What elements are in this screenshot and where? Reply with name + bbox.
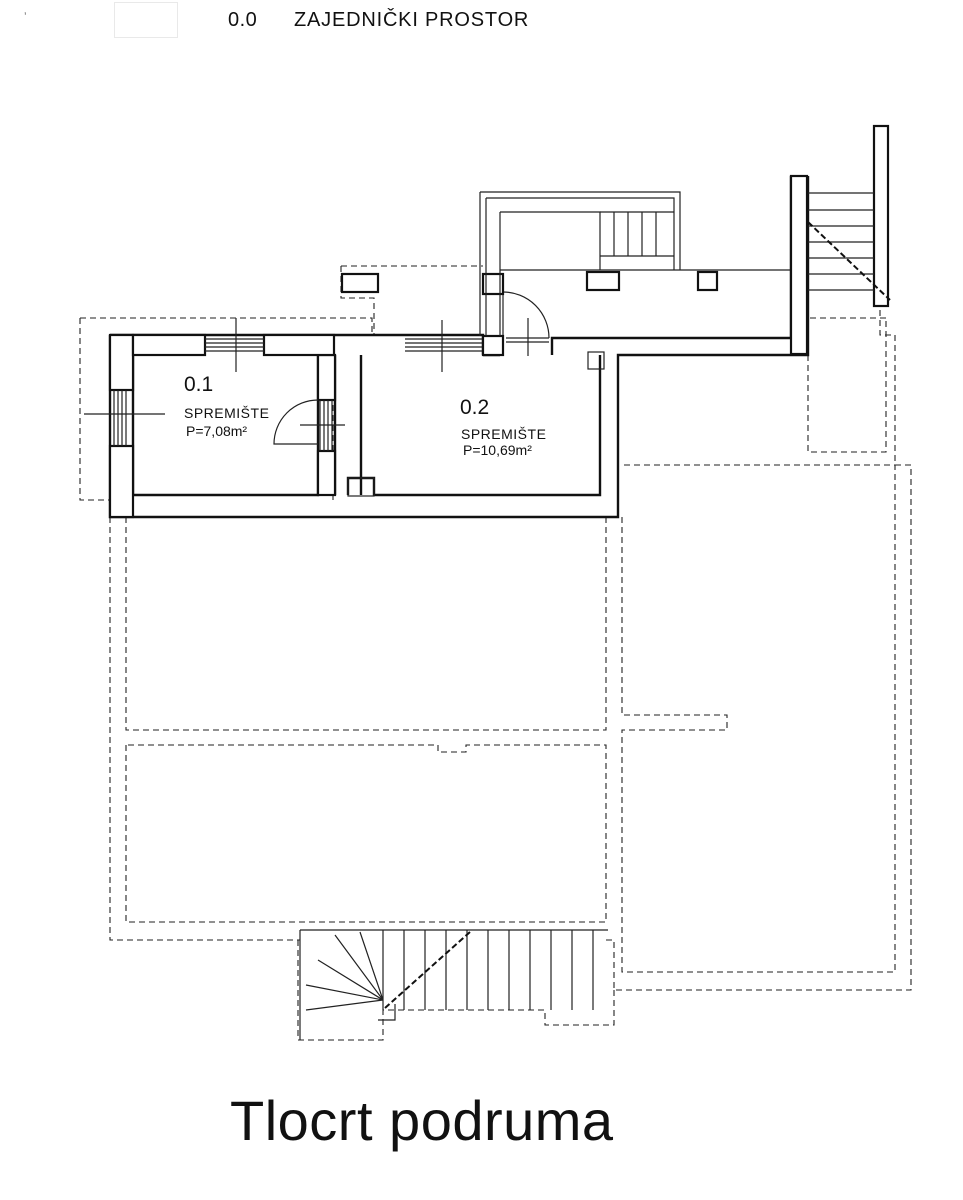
north-stair	[479, 191, 791, 336]
legend-number: 0.0	[228, 9, 258, 31]
windows	[84, 318, 483, 446]
room-number: 0.2	[460, 396, 490, 419]
pillars	[340, 270, 719, 497]
south-stair	[299, 929, 608, 1040]
east-stair	[789, 124, 891, 356]
room-name: SPREMIŠTE	[461, 426, 547, 442]
room-area: P=7,08m²	[186, 423, 248, 439]
room-0-1-walls	[108, 333, 337, 519]
doors	[273, 291, 550, 451]
room-area: P=10,69m²	[463, 442, 532, 458]
room-number: 0.1	[184, 373, 214, 396]
scan-mark: ʼ	[24, 10, 27, 24]
legend-swatch	[114, 2, 178, 38]
plan-title: Tlocrt podruma	[230, 1089, 614, 1152]
legend-label: ZAJEDNIČKI PROSTOR	[294, 9, 530, 31]
room-name: SPREMIŠTE	[184, 405, 270, 421]
